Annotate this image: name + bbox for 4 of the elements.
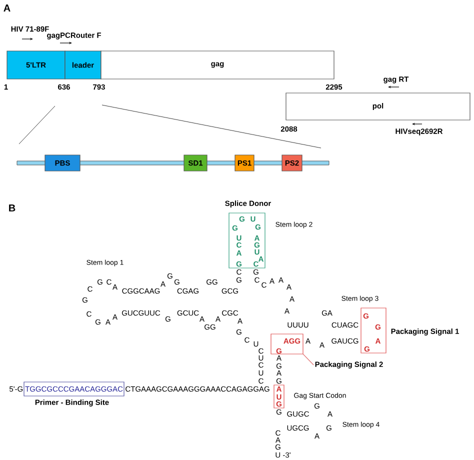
panel-letter: A <box>4 4 10 12</box>
leader-line <box>302 354 314 366</box>
panel-letter: B <box>9 204 16 212</box>
highlight-box <box>270 334 304 354</box>
